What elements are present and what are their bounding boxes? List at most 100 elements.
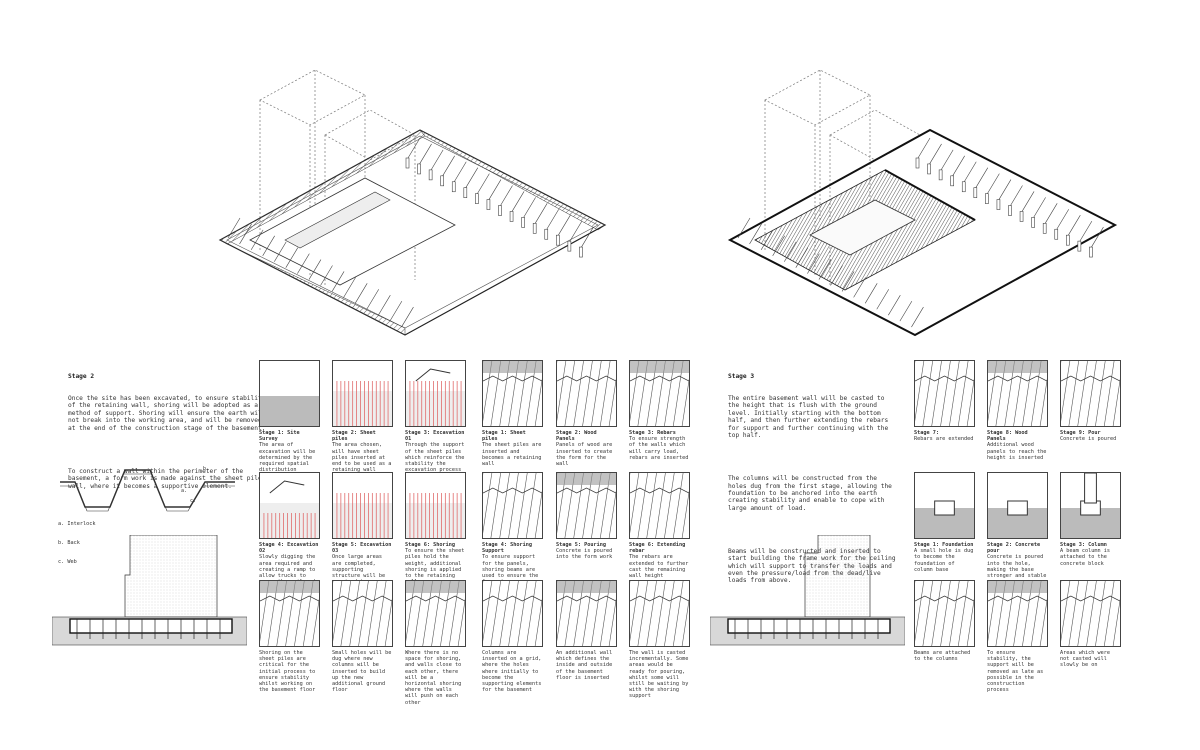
- panel-text: A small hole is dug to become the founda…: [914, 548, 977, 573]
- panel-text: Shoring on the sheet piles are critical …: [259, 650, 319, 694]
- stage-panel-image: [1060, 580, 1121, 647]
- panel-text: A beam column is attached to the concret…: [1060, 548, 1114, 567]
- panel-text: Beams are attached to the columns: [914, 650, 974, 663]
- stage-panel-image: [259, 580, 320, 647]
- section-elevation-left: [52, 535, 247, 646]
- stage-panel-image: [332, 580, 393, 647]
- stage-panel-caption: An additional wall which defines the ins…: [556, 650, 618, 681]
- sheet-pile-profile: b. a. c.: [60, 466, 235, 512]
- panel-title: Stage 6: Shoring: [405, 542, 455, 548]
- panel-text: Additional wood panels to reach the heig…: [987, 442, 1050, 461]
- section-elevation-right: [710, 535, 905, 646]
- profile-label-a: a.: [181, 488, 187, 494]
- stage2-para2: To construct a wall within the perimeter…: [68, 467, 262, 490]
- stage-panel-image: [987, 580, 1048, 647]
- stage-panel-caption: To ensure stability, the support will be…: [987, 650, 1049, 693]
- stage3-para3: Beams will be constructed and inserted t…: [728, 547, 900, 585]
- panel-text: Columns are inserted on a grid, where th…: [482, 650, 545, 694]
- stage2-title: Stage 2: [68, 372, 95, 380]
- stage-panel-caption: Small holes will be dug where new column…: [332, 650, 394, 693]
- legend-back: b. Back: [58, 540, 80, 547]
- panel-title: Stage 1: Foundation: [914, 542, 974, 548]
- panel-title: Stage 7:: [914, 430, 939, 436]
- stage-panel-image: [1060, 472, 1121, 539]
- panel-title: Stage 3: Excavation 01: [405, 430, 468, 443]
- stage-panel-image: [405, 472, 466, 539]
- stage-panel-image: [914, 580, 975, 647]
- stage-panel-image: [629, 360, 690, 427]
- stage-panel-image: [332, 360, 393, 427]
- panel-text: The area of excavation will be determine…: [259, 442, 319, 474]
- stage-panel-image: [482, 580, 543, 647]
- isometric-basement-left: [218, 69, 607, 336]
- stage3-text: Stage 3 The entire basement wall will be…: [728, 358, 898, 592]
- panel-title: Stage 5: Excavation 03: [332, 542, 395, 555]
- stage-panel-image: [482, 360, 543, 427]
- panel-text: Concrete is poured into the form work: [556, 548, 616, 561]
- panel-title: Stage 2: Concrete pour: [987, 542, 1044, 555]
- stage-panel-image: [259, 472, 320, 539]
- legend-interlock: a. Interlock: [58, 520, 96, 527]
- profile-label-b: b.: [203, 466, 209, 472]
- stage-panel-image: [914, 360, 975, 427]
- stage-panel-caption: Beams are attached to the columns: [914, 650, 976, 662]
- stage-panel-caption: Stage 7:Rebars are extended: [914, 430, 976, 442]
- panel-text: To ensure the sheet piles hold the weigh…: [405, 548, 465, 585]
- panel-title: Stage 4: Excavation 02: [259, 542, 322, 555]
- stage-panel-image: [259, 360, 320, 427]
- panel-text: Small holes will be dug where new column…: [332, 650, 395, 694]
- stage-panel-image: [482, 472, 543, 539]
- panel-text: The area chosen, will have sheet piles i…: [332, 442, 395, 474]
- stage-panel-caption: The wall is casted incrementally. Some a…: [629, 650, 691, 700]
- panel-text: The rebars are extended to further cast …: [629, 554, 692, 580]
- panel-title: Stage 8: Wood Panels: [987, 430, 1031, 443]
- panel-title: Stage 5: Pouring: [556, 542, 606, 548]
- panel-title: Stage 2: Sheet piles: [332, 430, 379, 443]
- panel-text: Panels of wood are inserted to create th…: [556, 442, 616, 468]
- stage3-para1: The entire basement wall will be casted …: [728, 395, 892, 440]
- stage2-para1: Once the site has been excavated, to ens…: [68, 395, 266, 432]
- stage-panel-image: [556, 472, 617, 539]
- panel-title: Stage 4: Shoring Support: [482, 542, 536, 555]
- stage-panel-image: [556, 580, 617, 647]
- stage-panel-caption: Columns are inserted on a grid, where th…: [482, 650, 544, 693]
- stage3-para2: The columns will be constructed from the…: [728, 475, 896, 512]
- panel-text: To ensure stability, the support will be…: [987, 650, 1047, 694]
- panel-text: Concrete is poured into the hole, making…: [987, 554, 1047, 580]
- panel-title: Stage 1: Sheet piles: [482, 430, 529, 443]
- panel-title: Stage 3: Column: [1060, 542, 1107, 548]
- panel-title: Stage 3: Rebars: [629, 430, 676, 436]
- profile-label-c: c.: [190, 498, 196, 504]
- panel-text: An additional wall which defines the ins…: [556, 650, 616, 681]
- stage-panel-image: [914, 472, 975, 539]
- panel-text: The sheet piles are inserted and becomes…: [482, 442, 545, 468]
- panel-text: Where there is no space for shoring, and…: [405, 650, 465, 706]
- panel-text: The wall is casted incrementally. Some a…: [629, 650, 692, 700]
- stage-panel-image: [987, 472, 1048, 539]
- stage-panel-image: [405, 580, 466, 647]
- stage-panel-image: [332, 472, 393, 539]
- panel-text: Rebars are extended: [914, 436, 974, 443]
- panel-text: Concrete is poured: [1060, 436, 1117, 443]
- pile-legend: a. Interlock b. Back c. Web: [58, 508, 95, 572]
- legend-web: c. Web: [58, 559, 77, 566]
- panel-title: Stage 1: Site Survey: [259, 430, 303, 443]
- stage-panel-image: [987, 360, 1048, 427]
- stage-panel-image: [556, 360, 617, 427]
- stage3-title: Stage 3: [728, 372, 755, 380]
- stage-panel-image: [405, 360, 466, 427]
- stage-panel-caption: Where there is no space for shoring, and…: [405, 650, 467, 706]
- stage-panel-caption: Areas which were not casted will slowly …: [1060, 650, 1122, 669]
